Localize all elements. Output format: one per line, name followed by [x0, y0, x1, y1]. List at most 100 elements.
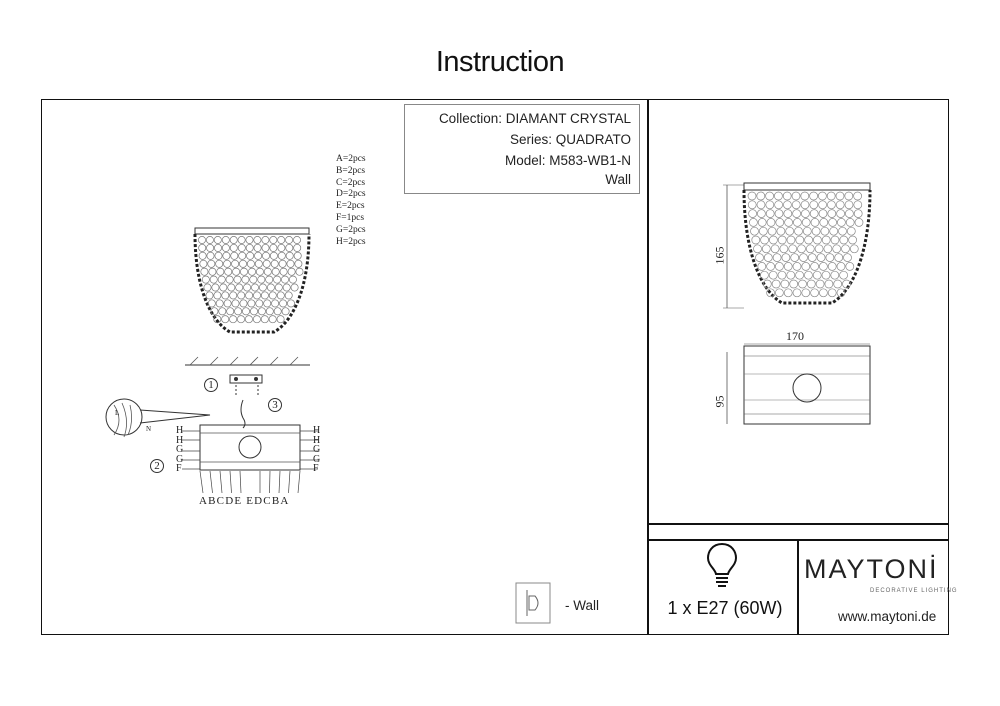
crystal-bead — [293, 251, 302, 260]
crystal-bead — [804, 270, 813, 280]
crystal-bead — [245, 236, 254, 244]
crystal-bead — [237, 315, 245, 324]
crystal-bead — [239, 299, 248, 308]
crystal-bead — [775, 218, 785, 227]
crystal-bead — [786, 235, 796, 245]
crystal-bead — [792, 262, 802, 271]
crystal-bead — [824, 279, 834, 289]
crystal-bead — [827, 209, 837, 218]
crystal-bead — [237, 291, 246, 300]
crystal-bead — [800, 200, 810, 210]
crystal-bead — [221, 291, 230, 300]
crystal-bead — [797, 244, 806, 254]
product-info-box: Collection: DIAMANT CRYSTAL Series: QUAD… — [404, 104, 640, 194]
crystal-bead — [789, 279, 799, 289]
crystal-bead — [766, 218, 776, 227]
crystal-bead — [250, 307, 258, 316]
crystal-bead — [792, 209, 801, 218]
crystal-bead — [253, 291, 261, 300]
crystal-bead — [249, 275, 258, 284]
crystal-bead — [270, 259, 279, 268]
lamp-front-drawing — [193, 227, 311, 334]
dimension-width: 170 — [786, 329, 804, 343]
crystal-bead — [788, 244, 798, 254]
wall-mount-icon — [515, 582, 551, 624]
crystal-bead — [749, 218, 758, 227]
crystal-bead — [213, 315, 222, 324]
crystal-bead — [245, 243, 254, 252]
model-label: Model: M583-WB1-N — [504, 153, 631, 168]
crystal-bead — [799, 253, 808, 262]
part-g: G=2pcs — [336, 224, 366, 235]
crystal-bead — [241, 275, 250, 284]
crystal-bead — [214, 251, 223, 260]
crystal-bead — [836, 262, 846, 271]
crystal-bead — [284, 291, 293, 300]
crystal-bead — [262, 251, 270, 260]
crystal-bead — [776, 226, 786, 236]
crystal-bead — [845, 262, 855, 271]
leader-line — [199, 470, 204, 494]
row-labels-right: H H G G F — [313, 425, 321, 474]
crystal-bead — [229, 315, 238, 324]
crystal-bead — [783, 262, 793, 271]
leader-line — [288, 470, 291, 494]
crystal-bead — [260, 315, 269, 324]
crystal-bead — [833, 279, 843, 289]
leader-line — [269, 470, 271, 494]
crystal-bead — [830, 270, 840, 280]
crystal-bead — [751, 235, 761, 245]
crystal-bead — [794, 226, 803, 236]
crystal-bead — [271, 299, 280, 308]
crystal-bead — [278, 259, 287, 268]
crystal-bead — [269, 251, 278, 260]
crystal-bead — [774, 200, 783, 210]
crystal-bead — [276, 291, 285, 300]
crystal-bead — [791, 191, 801, 201]
crystal-bead — [216, 267, 225, 276]
crystal-bead — [761, 244, 771, 254]
crystal-bead — [819, 288, 828, 298]
crystal-bead — [819, 218, 829, 227]
leader-line — [229, 470, 232, 494]
crystal-bead — [217, 275, 226, 284]
type-label: Wall — [605, 172, 631, 187]
crystal-bead — [229, 236, 238, 244]
crystal-bead — [772, 253, 782, 262]
crystal-bead — [805, 244, 815, 254]
crystal-bead — [251, 283, 259, 292]
crystal-bead — [786, 270, 796, 280]
crystal-bead — [760, 235, 769, 245]
crystal-bead — [254, 259, 263, 268]
brand-url[interactable]: www.maytoni.de — [838, 609, 937, 624]
part-h: H=2pcs — [336, 236, 366, 247]
lamp-dimension-drawing — [723, 182, 872, 309]
crystal-bead — [758, 226, 768, 236]
crystal-bead — [235, 283, 244, 292]
crystal-bead — [214, 243, 222, 252]
crystal-bead — [208, 267, 217, 276]
crystal-bead — [763, 253, 773, 262]
crystal-bead — [239, 259, 247, 268]
crystal-bead — [821, 270, 831, 280]
crystal-bead — [829, 226, 839, 236]
crystal-bead — [227, 283, 236, 292]
wire-label-l: L — [115, 409, 120, 417]
crystal-bead — [818, 191, 827, 201]
crystal-bead — [828, 218, 837, 227]
crystal-bead — [231, 259, 240, 268]
crystal-bead — [231, 299, 240, 308]
crystal-bead — [765, 200, 775, 210]
crystal-bead — [844, 200, 854, 210]
crystal-bead — [229, 243, 238, 252]
crystal-bead — [282, 283, 291, 292]
crystal-bead — [224, 267, 233, 276]
crystal-bead — [809, 191, 818, 201]
crystal-bead — [819, 262, 828, 271]
crystal-bead — [780, 279, 790, 289]
crystal-bead — [200, 267, 209, 276]
crystal-bead — [285, 251, 294, 260]
crystal-bead — [230, 251, 239, 260]
crystal-bead — [827, 200, 836, 210]
crystal-bead — [238, 251, 247, 260]
